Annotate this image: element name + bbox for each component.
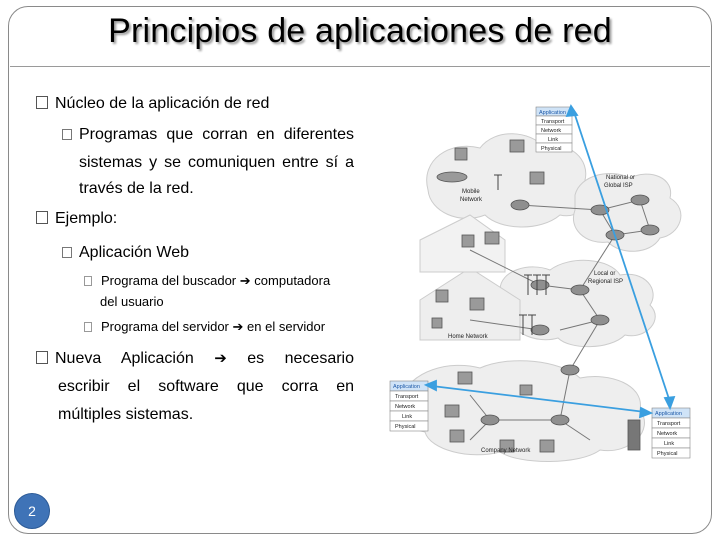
stack-top-application: Application	[539, 110, 566, 116]
new-app-result-text: es necesario	[247, 350, 355, 367]
bullet-box-icon	[36, 96, 48, 109]
title-divider	[10, 66, 710, 67]
browser-target-text: computadora	[254, 273, 331, 288]
bullet-example-text: Ejemplo:	[55, 210, 118, 227]
server-text: Programa del servidor	[101, 319, 229, 334]
sub-bullet-web-app-text: Aplicación Web	[79, 244, 189, 261]
bullet-box-icon	[36, 351, 48, 364]
protocol-stack-right: Application Transport Network Link Physi…	[651, 407, 691, 459]
home-network-label: Home Network	[448, 334, 489, 340]
arrow-right-icon: ➔	[232, 319, 244, 334]
stack-right-transport: Transport	[657, 421, 681, 427]
arrow-right-icon: ➔	[239, 273, 251, 288]
bullet-core: Núcleo de la aplicación de red	[36, 91, 356, 117]
server-target-text: en el servidor	[247, 319, 326, 334]
bullet-box-icon	[36, 211, 48, 224]
slide-frame	[8, 6, 712, 534]
sub-bullet-programs: Programas que corran en diferentes	[62, 122, 354, 148]
page-number-badge: 2	[14, 493, 50, 529]
global-isp-label-2: Global ISP	[604, 183, 633, 189]
stack-left-network: Network	[395, 404, 415, 410]
stack-right-application: Application	[655, 411, 682, 417]
stack-right-network: Network	[657, 431, 677, 437]
sub-bullet-programs-line3: través de la red.	[79, 180, 194, 197]
stack-top-physical: Physical	[541, 146, 561, 152]
mobile-network-label-2: Network	[460, 197, 483, 203]
mobile-network-label-1: Mobile	[462, 189, 480, 195]
mobile-network-cloud	[426, 133, 591, 228]
slide-title: Principios de aplicaciones de red	[108, 12, 612, 50]
regional-isp-label-2: Regional ISP	[588, 279, 623, 285]
regional-isp-label-1: Local or	[594, 271, 615, 277]
sub-sub-bullet-box-icon	[84, 276, 92, 286]
regional-isp-cloud	[496, 259, 656, 348]
browser-text: Programa del buscador	[101, 273, 237, 288]
stack-left-physical: Physical	[395, 424, 415, 430]
sub-sub-bullet-box-icon	[84, 322, 92, 332]
sub-bullet-web-app: Aplicación Web	[62, 240, 322, 266]
global-isp-label-1: National or	[606, 175, 635, 181]
sub-bullet-programs-line1: Programas que corran en diferentes	[79, 126, 354, 143]
stack-right-physical: Physical	[657, 451, 677, 457]
sub-bullet-programs-line2: sistemas y se comuniquen entre sí a	[79, 154, 354, 171]
stack-top-transport: Transport	[541, 119, 565, 125]
sub-bullet-box-icon	[62, 247, 72, 258]
protocol-stack-left: Application Transport Network Link Physi…	[389, 380, 429, 432]
bullet-new-app-line2: escribir el software que corra en	[58, 378, 354, 395]
bullet-core-text: Núcleo de la aplicación de red	[55, 95, 270, 112]
stack-right-link: Link	[664, 441, 674, 447]
new-app-text: Nueva Aplicación	[55, 350, 194, 367]
company-network-cloud	[398, 360, 645, 462]
stack-left-application: Application	[393, 384, 420, 390]
stack-top-link: Link	[548, 137, 558, 143]
company-network-label: Company Network	[481, 448, 531, 454]
stack-left-transport: Transport	[395, 394, 419, 400]
sub-sub-bullet-browser-line2: del usuario	[100, 294, 164, 309]
sub-sub-bullet-server: Programa del servidor ➔ en el servidor	[84, 314, 359, 340]
stack-top-network: Network	[541, 128, 561, 134]
car-icon	[436, 171, 468, 183]
bullet-example: Ejemplo:	[36, 206, 236, 232]
sub-sub-bullet-browser: Programa del buscador ➔ computadora	[84, 268, 359, 294]
bullet-new-app: Nueva Aplicación ➔ es necesario	[36, 346, 354, 372]
protocol-stack-top: Application Transport Network Link Physi…	[535, 106, 573, 153]
bullet-new-app-line3: múltiples sistemas.	[58, 406, 194, 423]
sub-bullet-box-icon	[62, 129, 72, 140]
arrow-right-icon: ➔	[214, 350, 227, 367]
application-arrows	[423, 104, 676, 419]
stack-left-link: Link	[402, 414, 412, 420]
